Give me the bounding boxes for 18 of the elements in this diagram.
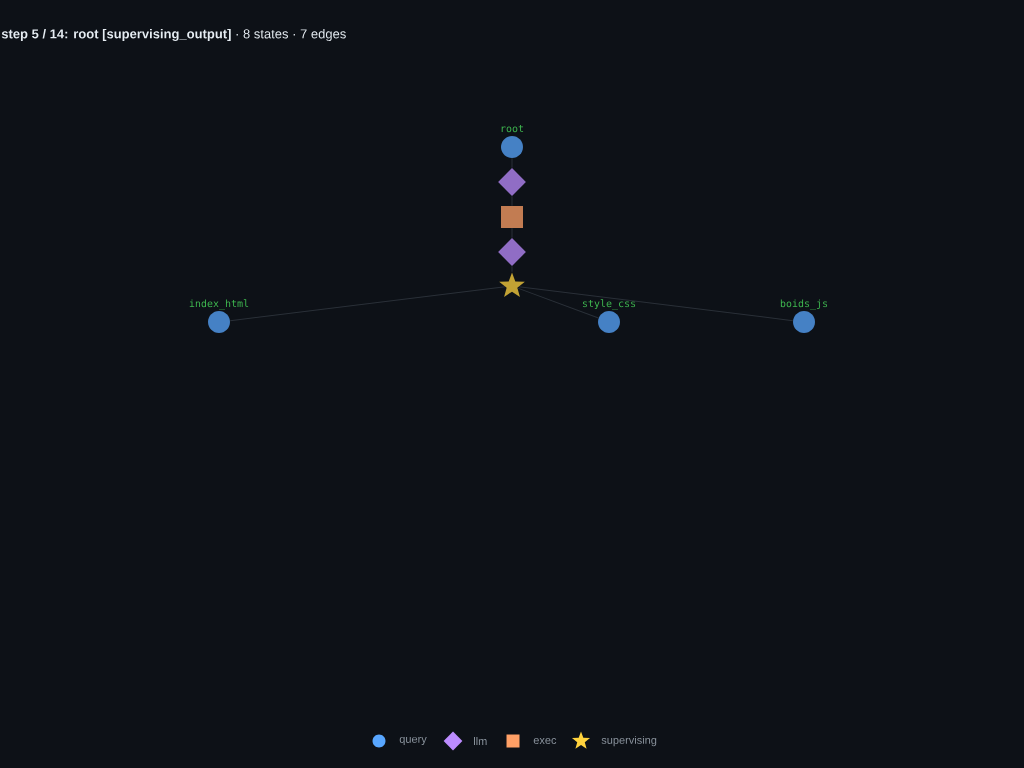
- legend-label: query: [399, 736, 427, 746]
- node-label: boids_js: [780, 299, 828, 310]
- legend-label: exec: [533, 738, 557, 744]
- legend-label: supervising: [601, 735, 657, 747]
- title: step 5 / 14: root [supervising_output] · 8 states · 7 edges: [1, 28, 346, 42]
- connector-line: [518, 286, 794, 322]
- diamond-marker: [498, 168, 526, 196]
- star-marker: [499, 272, 525, 297]
- connector-line: [511, 157, 513, 169]
- node-label: style_css: [582, 299, 636, 310]
- node-label: root: [501, 125, 524, 133]
- connector-line: [511, 265, 513, 273]
- diamond-marker: [498, 238, 526, 266]
- legend-label: llm: [474, 737, 487, 745]
- connector-line: [517, 287, 599, 319]
- square-marker: [501, 206, 523, 228]
- node-label: index_html: [189, 299, 249, 310]
- connector-line: [229, 286, 506, 322]
